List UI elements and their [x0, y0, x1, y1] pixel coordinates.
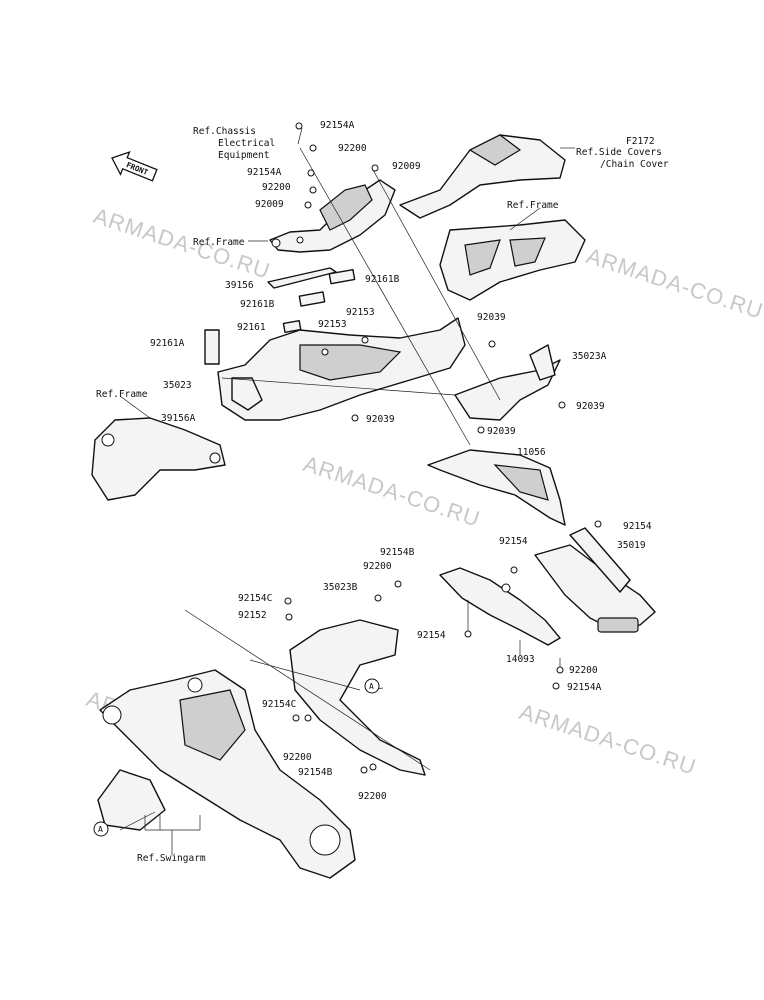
leader-lines [119, 127, 575, 855]
ref-marker-A-1: A [364, 678, 380, 694]
label-92009-2: 92009 [255, 199, 284, 210]
svg-text:A: A [98, 825, 103, 834]
label-92154A-1: 92154A [320, 120, 355, 131]
label-39156A: 39156A [161, 413, 196, 424]
tail-light-35019 [534, 527, 656, 633]
label-35023A: 35023A [572, 351, 607, 362]
ref-marker-A-2: A [93, 821, 109, 837]
label-ref-side-2: /Chain Cover [600, 159, 669, 170]
label-ref-frame-top-right: Ref.Frame [507, 200, 559, 211]
label-92154B-2: 92154B [298, 767, 333, 778]
label-92161A: 92161A [150, 338, 185, 349]
label-92161B-1: 92161B [365, 274, 400, 285]
label-f2172: F2172 [626, 136, 655, 147]
label-92039-3: 92039 [366, 414, 395, 425]
front-arrow-icon: FRONT [111, 151, 158, 182]
label-35019: 35019 [617, 540, 646, 551]
label-92154C-2: 92154C [262, 699, 296, 710]
label-92152: 92152 [238, 610, 267, 621]
label-92161B-2: 92161B [240, 299, 275, 310]
label-35023B: 35023B [323, 582, 358, 593]
pad-92161B-1 [328, 268, 356, 285]
swingarm-assembly [97, 669, 356, 879]
fastener-icons [284, 122, 602, 774]
label-92154C-1: 92154C [238, 593, 272, 604]
label-92200-4: 92200 [569, 665, 598, 676]
label-92039-1: 92039 [477, 312, 506, 323]
cover-35023A [454, 344, 561, 421]
watermark-1: ARMADA-CO.RU [90, 203, 273, 284]
label-ref-swingarm: Ref.Swingarm [137, 853, 206, 864]
label-92153-2: 92153 [318, 319, 347, 330]
label-ref-chassis-3: Equipment [218, 150, 269, 161]
label-92200-5: 92200 [283, 752, 312, 763]
pad-92161 [282, 319, 302, 334]
upper-bracket-assembly [269, 179, 396, 253]
frame-upper-right [439, 219, 586, 301]
label-92200-3: 92200 [363, 561, 392, 572]
label-92200-6: 92200 [358, 791, 387, 802]
label-35023: 35023 [163, 380, 192, 391]
svg-text:A: A [369, 682, 374, 691]
label-14093: 14093 [506, 654, 535, 665]
cover-35023B [289, 619, 426, 776]
label-92161: 92161 [237, 322, 266, 333]
label-ref-frame-left: Ref.Frame [96, 389, 148, 400]
rear-cover-11056 [427, 449, 566, 526]
label-92154A-3: 92154A [567, 682, 602, 693]
pad-92161A [204, 329, 220, 365]
label-ref-chassis-2: Electrical [218, 138, 275, 149]
label-11056: 11056 [517, 447, 546, 458]
label-ref-chassis-1: Ref.Chassis [193, 126, 256, 137]
watermark-2: ARMADA-CO.RU [583, 243, 764, 324]
label-ref-frame-upper-left: Ref.Frame [193, 237, 245, 248]
strip-39156 [267, 267, 337, 289]
label-92039-2: 92039 [576, 401, 605, 412]
label-92154A-2: 92154A [247, 167, 282, 178]
label-92009-1: 92009 [392, 161, 421, 172]
watermark-5: ARMADA-CO.RU [516, 699, 699, 780]
label-92154B-1: 92154B [380, 547, 415, 558]
label-92200-2: 92200 [262, 182, 291, 193]
label-92154-2: 92154 [499, 536, 528, 547]
label-39156: 39156 [225, 280, 254, 291]
side-cover-top-right [399, 134, 566, 219]
label-ref-side-1: Ref.Side Covers [576, 147, 662, 158]
panel-14093 [439, 567, 561, 646]
label-92153-1: 92153 [346, 307, 375, 318]
main-tail-body [217, 317, 466, 421]
label-92039-4: 92039 [487, 426, 516, 437]
label-92200-1: 92200 [338, 143, 367, 154]
label-92154-1: 92154 [623, 521, 652, 532]
label-92154-3: 92154 [417, 630, 446, 641]
pad-92161B-2 [298, 291, 326, 307]
frame-left [91, 417, 226, 501]
